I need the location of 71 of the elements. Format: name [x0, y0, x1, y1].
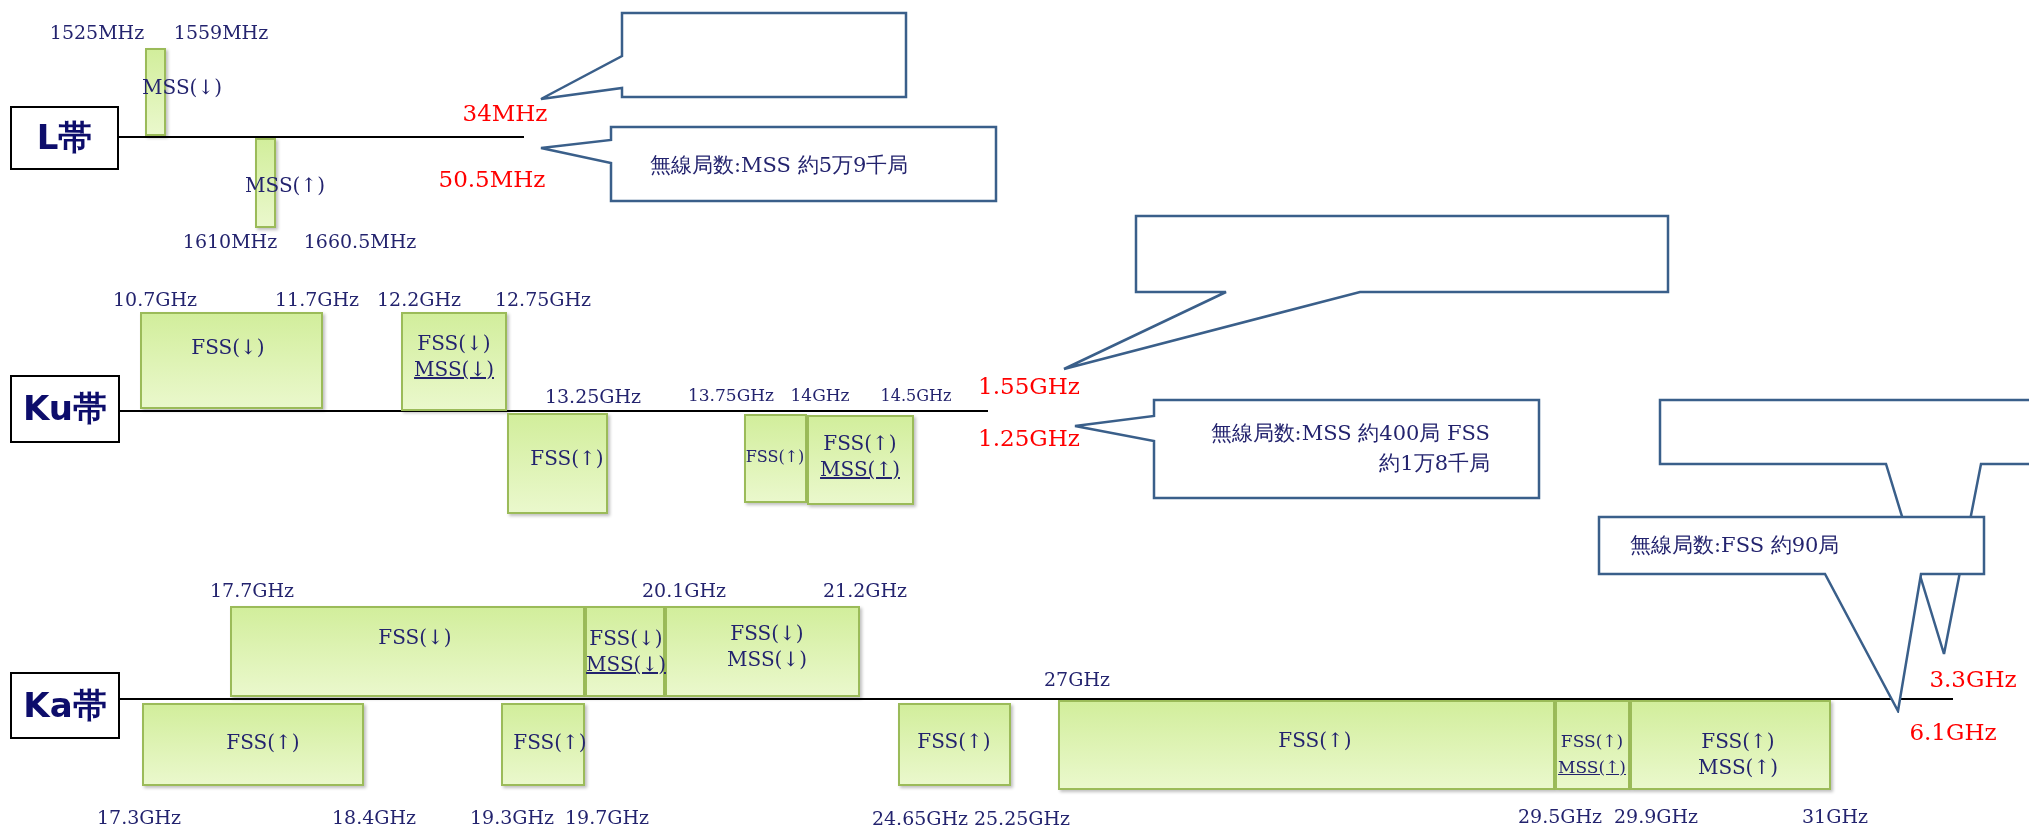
bandwidth-label: 1.55GHz [978, 373, 1080, 399]
bandwidth-label: 3.3GHz [1929, 666, 2017, 692]
frequency-label: 12.75GHz [494, 288, 592, 310]
frequency-label: 1525MHz [49, 21, 145, 43]
band-label: FSS(↑) [530, 446, 604, 470]
band-label: MSS(↓) [414, 357, 494, 381]
frequency-label: 24.65GHz [871, 807, 969, 828]
band-label: FSS(↑) [226, 730, 300, 754]
allocation-bar [898, 703, 1011, 786]
band-label: FSS(↓) [378, 625, 452, 649]
frequency-label: 11.7GHz [274, 288, 360, 310]
band-label: FSS(↓) [730, 621, 804, 645]
allocation-bar [585, 606, 665, 697]
allocation-bar [665, 606, 860, 697]
frequency-label: 1610MHz [182, 230, 278, 252]
frequency-label: 13.25GHz [544, 385, 642, 407]
frequency-label: 13.75GHz [688, 385, 774, 405]
band-title-box: Ka帯 [10, 672, 120, 739]
allocation-bar [807, 415, 914, 505]
callout-text: 無線局数:MSS 約400局 FSS 約1万8千局 [1209, 420, 1490, 477]
frequency-label: 1559MHz [173, 21, 269, 43]
band-label: MSS(↓) [727, 647, 807, 671]
band-label: MSS(↑) [1698, 755, 1778, 779]
allocation-bar [501, 703, 585, 786]
frequency-label: 14.5GHz [880, 385, 952, 405]
frequency-label: 25.25GHz [973, 807, 1071, 828]
band-title-box: Ku帯 [10, 375, 120, 443]
frequency-label: 14GHz [790, 385, 850, 405]
allocation-bar [140, 312, 323, 409]
frequency-label: 19.3GHz [469, 806, 555, 828]
callout-text: 無線局数:FSS 約90局 [1630, 532, 1841, 559]
bandwidth-label: 6.1GHz [1909, 719, 1997, 745]
bandwidth-label: 50.5MHz [438, 166, 546, 192]
band-label: FSS(↑) [1560, 730, 1624, 753]
band-label: MSS(↓) [586, 652, 666, 676]
band-label: FSS(↓) [417, 331, 491, 355]
frequency-label: 29.5GHz [1517, 805, 1603, 827]
frequency-label: 20.1GHz [641, 579, 727, 601]
bandwidth-label: 34MHz [462, 100, 548, 126]
allocation-bar [507, 413, 608, 514]
allocation-bar [1555, 700, 1630, 790]
allocation-bar [1630, 700, 1831, 790]
frequency-label: 17.3GHz [96, 806, 182, 828]
band-label: FSS(↑) [1701, 729, 1775, 753]
allocation-bar [142, 703, 364, 786]
band-label: FSS(↑) [917, 729, 991, 753]
frequency-label: 12.2GHz [376, 288, 462, 310]
band-title-box: L帯 [10, 106, 119, 170]
frequency-label: 10.7GHz [112, 288, 198, 310]
band-label: FSS(↑) [745, 446, 805, 468]
frequency-label: 18.4GHz [331, 806, 417, 828]
frequency-label: 17.7GHz [209, 579, 295, 601]
allocation-bar [230, 606, 585, 697]
frequency-label: 27GHz [1044, 668, 1110, 690]
band-label: FSS(↑) [1278, 728, 1352, 752]
band-label: MSS(↑) [1558, 756, 1626, 779]
band-label: FSS(↓) [589, 626, 663, 650]
allocation-bar [744, 414, 807, 503]
band-label: FSS(↓) [191, 335, 265, 359]
frequency-label: 31GHz [1802, 805, 1868, 827]
band-label: FSS(↑) [823, 431, 897, 455]
frequency-label: 29.9GHz [1613, 805, 1699, 827]
allocation-bar [401, 312, 507, 411]
frequency-label: 19.7GHz [564, 806, 650, 828]
frequency-label: 1660.5MHz [303, 230, 417, 252]
frequency-label: 21.2GHz [822, 579, 908, 601]
band-label: MSS(↑) [820, 457, 900, 481]
bandwidth-label: 1.25GHz [978, 425, 1080, 451]
band-label: FSS(↑) [513, 730, 587, 754]
callout-text: 無線局数:MSS 約5万9千局 [650, 152, 910, 179]
allocation-bar [1058, 700, 1555, 790]
